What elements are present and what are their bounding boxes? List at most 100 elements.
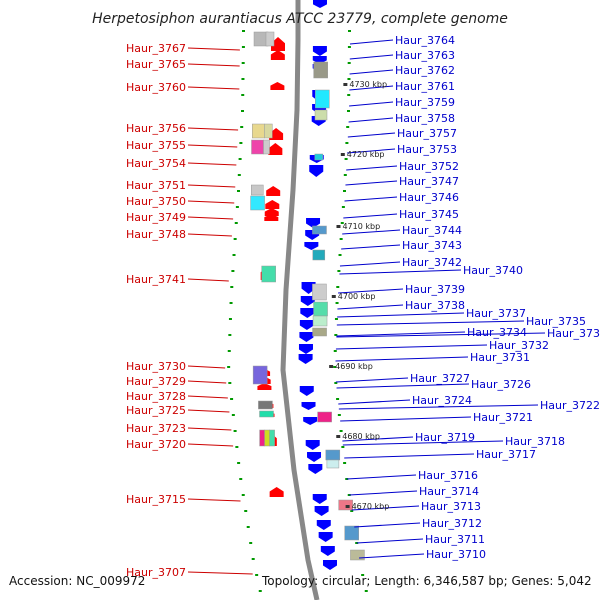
tick-mark xyxy=(232,254,236,256)
gene-label-left: Haur_3720 xyxy=(126,438,186,451)
leader-line xyxy=(343,213,398,219)
gene-label-right: Haur_3747 xyxy=(399,175,459,188)
gene-feature-box xyxy=(312,327,327,337)
leader-line xyxy=(187,184,236,188)
leader-line xyxy=(338,288,404,294)
tick-mark xyxy=(228,382,232,384)
gene-label-right: Haur_3737 xyxy=(466,307,526,320)
tick-mark xyxy=(231,414,235,416)
gene-label-right: Haur_3726 xyxy=(471,378,531,391)
gene-feature-box xyxy=(251,139,264,155)
gene-feature-box xyxy=(252,365,268,385)
tick-mark xyxy=(229,302,233,304)
tick-mark xyxy=(337,414,341,416)
gene-feature-box xyxy=(313,61,328,79)
gene-label-left: Haur_3765 xyxy=(126,58,186,71)
leader-line xyxy=(337,304,404,310)
leader-line xyxy=(187,86,240,90)
gene-label-right: Haur_3714 xyxy=(419,485,479,498)
tick-mark xyxy=(255,574,259,576)
tick-mark xyxy=(241,94,245,96)
kbp-label: 4670 kbp xyxy=(352,502,390,511)
tick-mark xyxy=(241,494,245,496)
reverse-gene-arrow xyxy=(299,332,314,342)
reverse-gene-arrow xyxy=(301,402,316,410)
gene-label-left: Haur_3715 xyxy=(126,493,186,506)
tick-mark xyxy=(338,254,342,256)
gene-feature-box xyxy=(314,153,324,161)
leader-line xyxy=(349,69,394,75)
tick-mark xyxy=(233,238,237,240)
leader-line xyxy=(346,474,417,480)
leader-line xyxy=(187,144,238,148)
gene-label-right: Haur_3744 xyxy=(402,224,462,237)
leader-line xyxy=(187,47,240,51)
leader-line xyxy=(335,377,409,383)
tick-mark xyxy=(347,494,351,496)
tick-mark xyxy=(364,590,368,592)
gene-label-right: Haur_3722 xyxy=(540,399,600,412)
tick-mark xyxy=(348,30,351,32)
gene-label-right: Haur_3763 xyxy=(395,49,455,62)
gene-label-left: Haur_3754 xyxy=(126,157,186,170)
leader-line xyxy=(187,278,229,282)
gene-label-left: Haur_3707 xyxy=(126,566,186,579)
gene-label-right: Haur_3764 xyxy=(395,34,455,47)
gene-label-right: Haur_3713 xyxy=(421,500,481,513)
forward-gene-arrow xyxy=(270,50,285,60)
gene-label-left: Haur_3728 xyxy=(126,390,186,403)
gene-label-right: Haur_3742 xyxy=(402,256,462,269)
reverse-gene-arrow xyxy=(298,354,313,364)
gene-label-right: Haur_3724 xyxy=(412,394,472,407)
gene-label-right: Haur_3734 xyxy=(467,326,527,339)
reverse-gene-arrow xyxy=(299,386,314,396)
tick-mark xyxy=(239,142,243,144)
tick-mark xyxy=(333,366,337,368)
gene-feature-box xyxy=(317,411,332,423)
gene-label-right: Haur_3740 xyxy=(463,264,523,277)
tick-mark xyxy=(343,174,347,176)
forward-gene-arrow xyxy=(269,128,284,140)
gene-label-right: Haur_3757 xyxy=(397,127,457,140)
leader-line xyxy=(187,200,235,204)
kbp-tick xyxy=(331,295,336,298)
tick-mark xyxy=(341,446,345,448)
gene-feature-box xyxy=(326,459,340,469)
gene-label-right: Haur_3727 xyxy=(410,372,470,385)
tick-mark xyxy=(347,62,351,64)
gene-label-left: Haur_3749 xyxy=(126,211,186,224)
leader-line xyxy=(187,216,234,220)
leader-line xyxy=(336,383,470,389)
leader-line xyxy=(349,490,418,496)
tick-mark xyxy=(228,334,232,336)
gene-label-right: Haur_3717 xyxy=(476,448,536,461)
leader-line xyxy=(336,320,525,326)
gene-feature-box xyxy=(265,31,275,47)
reverse-gene-arrow xyxy=(308,464,323,474)
gene-label-right: Haur_3758 xyxy=(395,112,455,125)
genome-summary: Topology: circular; Length: 6,346,587 bp… xyxy=(261,574,592,588)
tick-mark xyxy=(230,286,234,288)
reverse-gene-arrow xyxy=(314,506,329,516)
reverse-gene-arrow xyxy=(307,452,322,462)
gene-feature-box xyxy=(264,123,273,139)
gene-feature-box xyxy=(259,429,265,447)
leader-line xyxy=(356,538,424,544)
tick-mark xyxy=(241,62,245,64)
tick-mark xyxy=(227,366,231,368)
leader-line xyxy=(348,117,394,123)
gene-label-right: Haur_3711 xyxy=(425,533,485,546)
tick-mark xyxy=(237,462,241,464)
tick-mark xyxy=(227,350,231,352)
reverse-gene-arrow xyxy=(299,320,314,330)
tick-mark xyxy=(350,510,354,512)
tick-mark xyxy=(334,334,338,336)
kbp-tick xyxy=(340,153,345,156)
tick-mark xyxy=(335,302,339,304)
gene-label-right: Haur_3743 xyxy=(402,239,462,252)
reverse-gene-arrow xyxy=(313,0,327,8)
leader-line xyxy=(187,127,239,131)
tick-mark xyxy=(339,430,343,432)
